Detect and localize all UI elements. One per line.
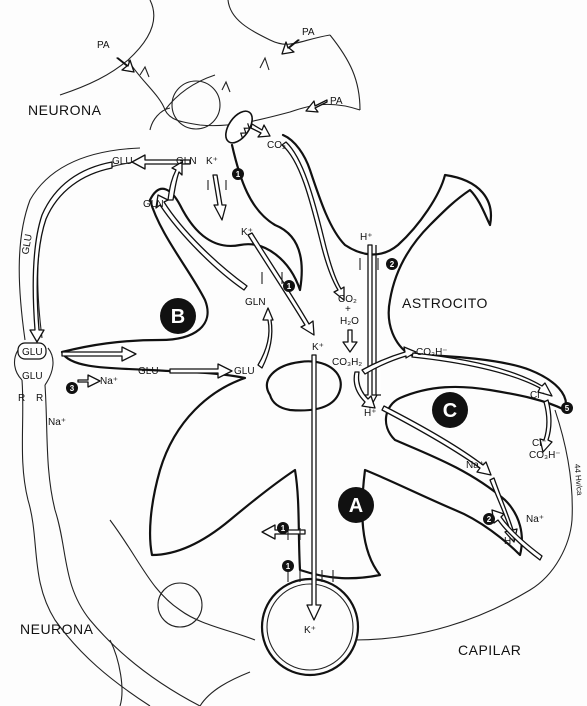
- label-k-top: K⁺: [206, 156, 218, 167]
- compartment-a-label: A: [349, 495, 363, 517]
- label-glu-box: GLU: [22, 347, 43, 358]
- marker-3-label: 3: [70, 384, 75, 393]
- pa-arrow-2: [282, 40, 299, 54]
- label-k-center: K⁺: [312, 342, 324, 353]
- label-h-center: H⁺: [364, 408, 377, 419]
- label-gln-center: GLN: [245, 297, 266, 308]
- marker-2-bottom-label: 2: [487, 515, 492, 524]
- region-neurona-bottom: NEURONA: [20, 621, 94, 637]
- flow-arrows: [30, 40, 552, 620]
- label-co3h-right: CO₃H⁻: [416, 347, 448, 358]
- astrocyte-island: [267, 361, 341, 410]
- k-mid-arrow: [248, 233, 314, 335]
- glu-loop-arrow: [30, 162, 112, 342]
- glu-to-gln-arrow: [258, 308, 273, 368]
- axon-down-left: [22, 380, 200, 706]
- marker-1-bottom-label: 1: [286, 562, 291, 571]
- label-glu-syn: GLU: [22, 371, 43, 382]
- label-na-out: Na⁺: [48, 417, 66, 428]
- compartment-c-label: C: [443, 400, 457, 422]
- label-side-note: 44 Hv/ca: [573, 464, 585, 497]
- neuron-top-nucleus: [172, 81, 220, 129]
- label-pa-3: PA: [330, 96, 343, 107]
- label-k-cap: K⁺: [304, 625, 316, 636]
- label-pa-1: PA: [97, 40, 110, 51]
- label-glu-center: GLU: [234, 366, 255, 377]
- neuron-bottom-nucleus: [158, 583, 202, 627]
- marker-5-label: 5: [565, 404, 570, 413]
- k-top-arrow: [213, 175, 226, 220]
- label-h-bottom: H⁺: [504, 536, 517, 547]
- label-gln-top: GLN: [176, 156, 197, 167]
- label-pa-2: PA: [302, 27, 315, 38]
- label-na-cap-out: Na⁺: [526, 514, 544, 525]
- label-h2o: H₂O: [340, 316, 359, 327]
- label-r-1: R: [18, 393, 25, 404]
- label-h-top: H⁺: [360, 232, 373, 243]
- label-plus: +: [345, 304, 351, 315]
- marker-1-top-label: 1: [236, 170, 241, 179]
- h-top-arrow: [363, 245, 377, 408]
- marker-2-top-label: 2: [390, 260, 395, 269]
- region-astrocito: ASTROCITO: [402, 295, 488, 311]
- gln-up-arrow: [168, 162, 182, 200]
- marker-1-a-label: 1: [281, 524, 286, 533]
- compartment-b-label: B: [171, 306, 185, 328]
- label-glu-top: GLU: [112, 156, 133, 167]
- pa-arrow-1: [117, 58, 134, 72]
- label-co3h-cap: CO₃H⁻: [529, 450, 561, 461]
- neuron-top-spikes: [140, 58, 269, 92]
- co2-diffusion-arrow: [282, 142, 344, 300]
- label-na-cap-in: Na⁺: [466, 460, 484, 471]
- na-arrow: [78, 375, 100, 387]
- label-r-2: R: [36, 393, 43, 404]
- label-glu-astro: GLU: [138, 366, 159, 377]
- glu-center-arrow: [170, 364, 232, 378]
- region-neurona-top: NEURONA: [28, 102, 102, 118]
- marker-1-mid-label: 1: [287, 282, 292, 291]
- h2o-down-arrow: [343, 330, 357, 352]
- mito-co2-arrow: [251, 124, 270, 137]
- neuron-bottom-outline: [110, 520, 255, 706]
- label-glu-loop: GLU: [20, 233, 34, 255]
- label-cl-b: Cl⁻: [532, 438, 547, 449]
- label-k-mid: K⁺: [241, 227, 253, 238]
- label-co2-top: CO₂: [267, 140, 286, 151]
- region-capilar: CAPILAR: [458, 642, 521, 658]
- label-co3h2: CO₃H₂: [332, 357, 362, 368]
- label-cl-a: Cl⁻: [530, 390, 545, 401]
- label-gln-left: GLN: [143, 199, 164, 210]
- label-na-syn: Na⁺: [100, 376, 118, 387]
